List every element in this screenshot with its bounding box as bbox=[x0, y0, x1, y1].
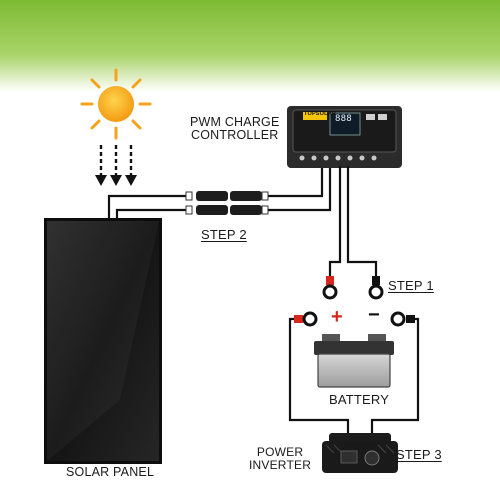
inverter-wires bbox=[288, 317, 420, 438]
controller-brand: TOPSOLAR bbox=[304, 111, 337, 117]
step-2-label: STEP 2 bbox=[201, 227, 247, 242]
step-1-label: STEP 1 bbox=[388, 278, 434, 293]
battery-plus-symbol: + bbox=[331, 306, 343, 328]
step-3-label: STEP 3 bbox=[396, 447, 442, 462]
controller-label-line1: PWM CHARGE bbox=[190, 115, 280, 129]
inverter-label: POWER INVERTER bbox=[249, 446, 311, 471]
inverter-label-line2: INVERTER bbox=[249, 457, 312, 472]
sun-icon bbox=[80, 68, 152, 140]
charge-controller bbox=[287, 106, 402, 168]
controller-label: PWM CHARGE CONTROLLER bbox=[190, 115, 280, 143]
battery-label: BATTERY bbox=[329, 392, 390, 407]
panel-wires bbox=[107, 194, 192, 218]
ring-terminals-icon bbox=[294, 276, 415, 327]
inverter-label-line1: POWER bbox=[256, 445, 304, 459]
battery-minus-symbol: − bbox=[368, 304, 380, 326]
battery-wires bbox=[328, 166, 378, 276]
battery-icon bbox=[314, 334, 394, 388]
top-banner bbox=[0, 0, 500, 92]
controller-label-line2: CONTROLLER bbox=[191, 128, 279, 143]
power-inverter-icon bbox=[322, 433, 398, 473]
solar-panel bbox=[44, 218, 162, 464]
sunlight-arrows-icon bbox=[99, 145, 133, 176]
mc4-connectors-icon bbox=[185, 191, 269, 215]
solar-panel-label: SOLAR PANEL bbox=[66, 465, 155, 479]
controller-display: 888 bbox=[335, 114, 352, 124]
controller-input-wires bbox=[268, 166, 332, 212]
arrowheads bbox=[95, 175, 137, 186]
